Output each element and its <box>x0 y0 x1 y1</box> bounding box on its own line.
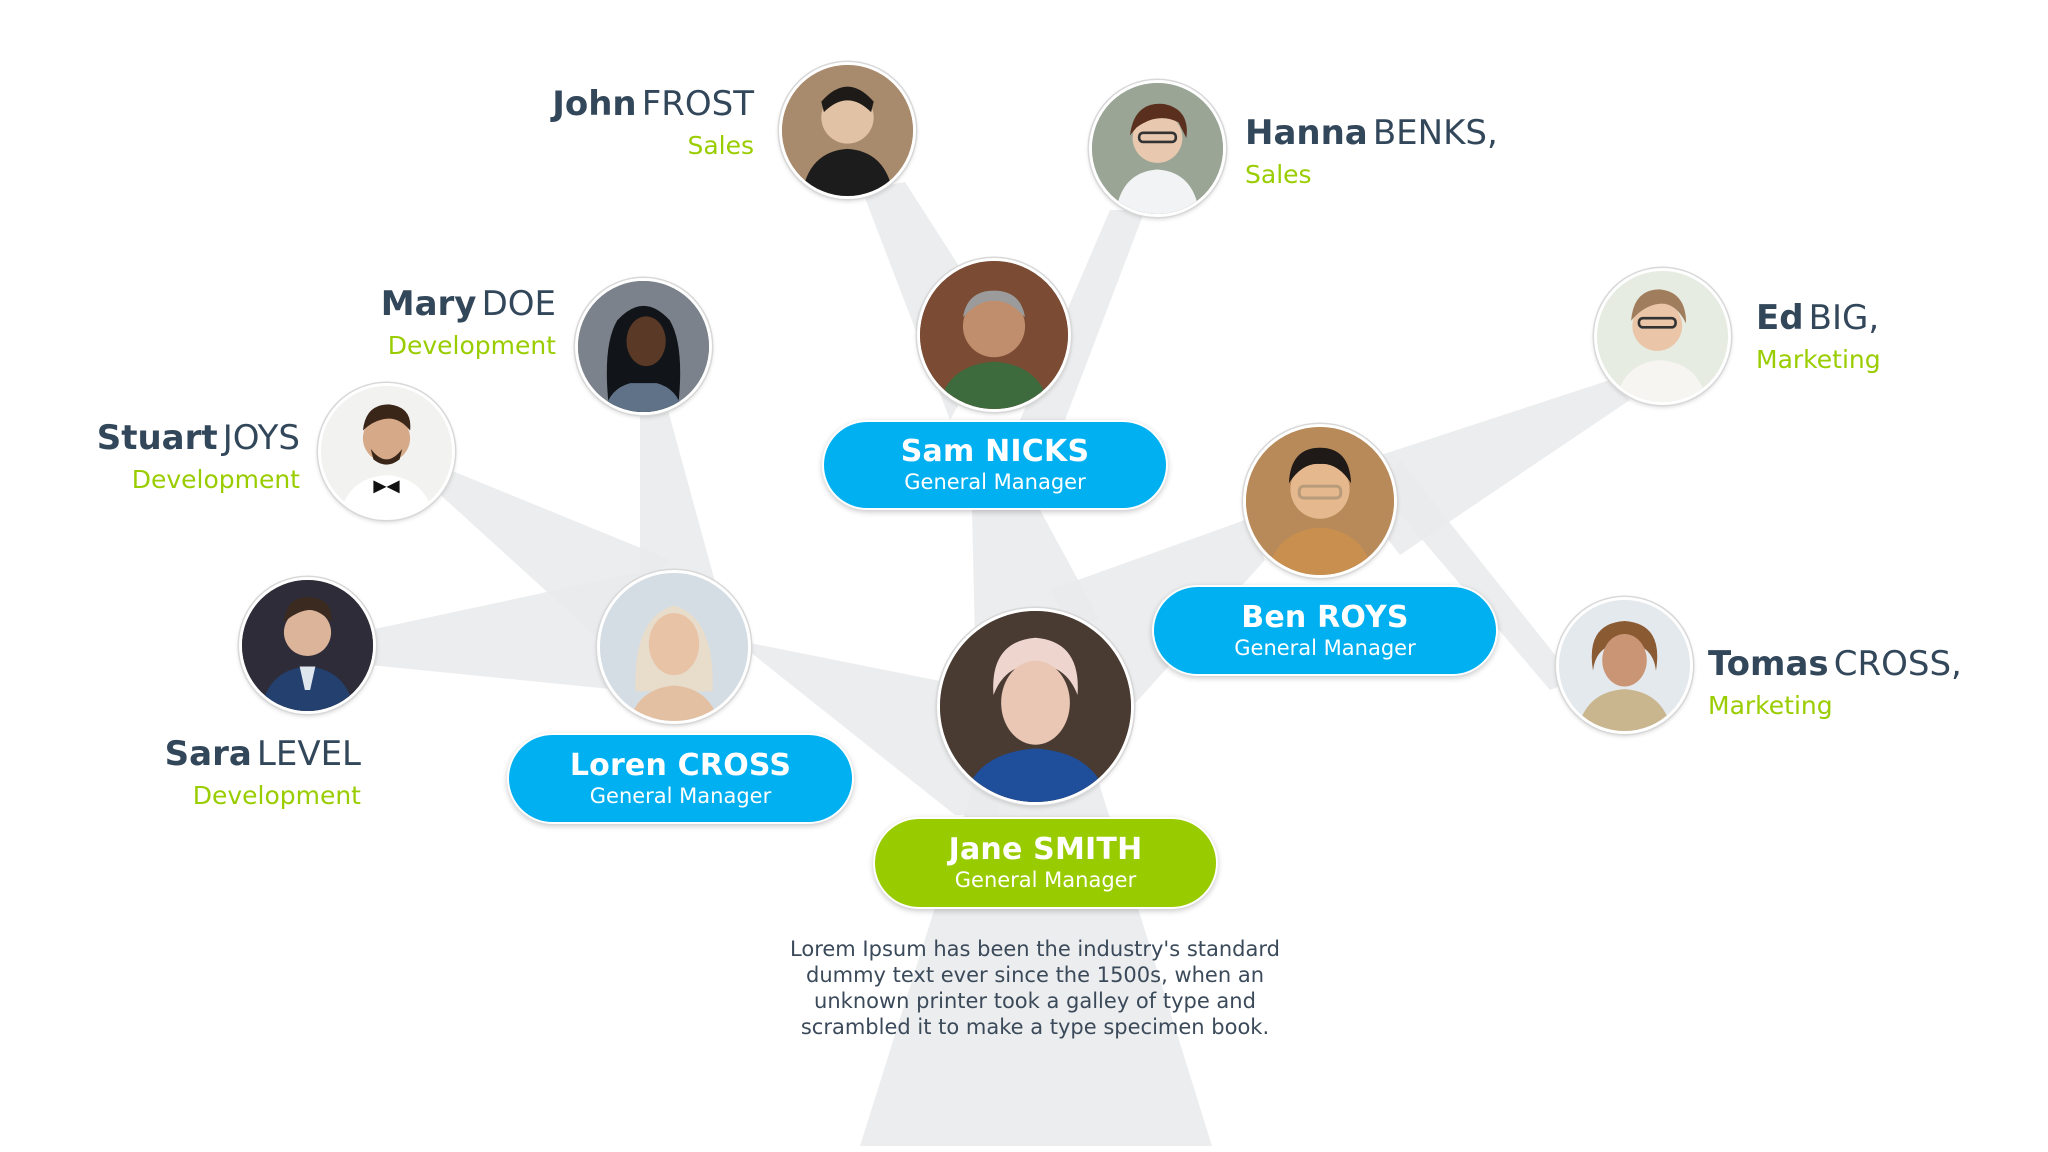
person-photo-icon <box>321 386 452 517</box>
member-last-name: BENKS, <box>1372 113 1498 153</box>
member-first-name: Stuart <box>96 418 218 458</box>
manager-pill-sam[interactable]: Sam NICKS General Manager <box>822 420 1168 510</box>
member-department: Marketing <box>1756 345 1881 374</box>
person-photo-icon <box>1559 600 1690 731</box>
label-tomas: Tomas CROSS, Marketing <box>1708 644 1962 722</box>
manager-pill-loren[interactable]: Loren CROSS General Manager <box>507 733 854 824</box>
member-last-name: FROST <box>641 84 754 124</box>
member-first-name: John <box>552 84 637 124</box>
person-photo-icon <box>242 580 373 711</box>
member-first-name: Mary <box>380 284 477 324</box>
manager-name: Ben ROYS <box>1241 599 1409 635</box>
manager-pill-ben[interactable]: Ben ROYS General Manager <box>1152 585 1498 676</box>
manager-role: General Manager <box>589 783 772 808</box>
label-mary: Mary DOE Development <box>381 284 556 362</box>
member-last-name: JOYS <box>222 418 300 458</box>
member-department: Development <box>387 331 556 360</box>
label-stuart: Stuart JOYS Development <box>97 418 300 496</box>
root-name: Jane SMITH <box>948 832 1143 867</box>
person-photo-icon <box>600 573 748 721</box>
root-role: General Manager <box>954 868 1137 892</box>
member-last-name: DOE <box>481 284 556 324</box>
avatar-sam[interactable] <box>917 258 1071 412</box>
member-first-name: Ed <box>1756 298 1804 338</box>
manager-role: General Manager <box>1234 635 1416 660</box>
branch-loren-mary <box>640 410 720 600</box>
avatar-mary[interactable] <box>575 278 712 415</box>
person-photo-icon <box>1092 83 1223 214</box>
branch-ben-tomas <box>1380 460 1575 690</box>
root-pill-jane[interactable]: Jane SMITH General Manager <box>873 817 1218 909</box>
person-photo-icon <box>1597 271 1728 402</box>
branch-loren-sara <box>370 570 650 690</box>
person-photo-icon <box>782 65 913 196</box>
person-photo-icon <box>920 261 1068 409</box>
person-photo-icon <box>940 611 1131 802</box>
person-photo-icon <box>578 281 709 412</box>
label-sara: Sara LEVEL Development <box>165 734 361 812</box>
avatar-sara[interactable] <box>239 577 376 714</box>
member-department: Development <box>131 465 300 494</box>
manager-name: Sam NICKS <box>900 434 1090 469</box>
member-last-name: BIG, <box>1808 298 1880 338</box>
member-department: Sales <box>1245 160 1312 189</box>
avatar-ed[interactable] <box>1594 268 1731 405</box>
avatar-loren[interactable] <box>597 570 751 724</box>
member-department: Development <box>192 781 361 810</box>
label-hanna: Hanna BENKS, Sales <box>1245 113 1498 191</box>
member-last-name: LEVEL <box>256 734 361 774</box>
manager-role: General Manager <box>904 470 1086 494</box>
avatar-tomas[interactable] <box>1556 597 1693 734</box>
avatar-ben[interactable] <box>1243 424 1397 578</box>
description-text: Lorem Ipsum has been the industry's stan… <box>790 937 1280 1039</box>
label-ed: Ed BIG, Marketing <box>1756 298 1881 376</box>
member-first-name: Tomas <box>1708 644 1829 684</box>
avatar-hanna[interactable] <box>1089 80 1226 217</box>
avatar-stuart[interactable] <box>318 383 455 520</box>
avatar-john[interactable] <box>779 62 916 199</box>
member-last-name: CROSS, <box>1833 644 1962 684</box>
member-first-name: Sara <box>164 734 252 774</box>
person-photo-icon <box>1246 427 1394 575</box>
label-john: John FROST Sales <box>552 84 754 162</box>
member-department: Sales <box>687 131 754 160</box>
avatar-jane[interactable] <box>937 608 1134 805</box>
member-first-name: Hanna <box>1245 113 1368 153</box>
member-department: Marketing <box>1708 691 1833 720</box>
branch-jane-loren <box>735 640 1000 815</box>
manager-name: Loren CROSS <box>569 747 792 783</box>
